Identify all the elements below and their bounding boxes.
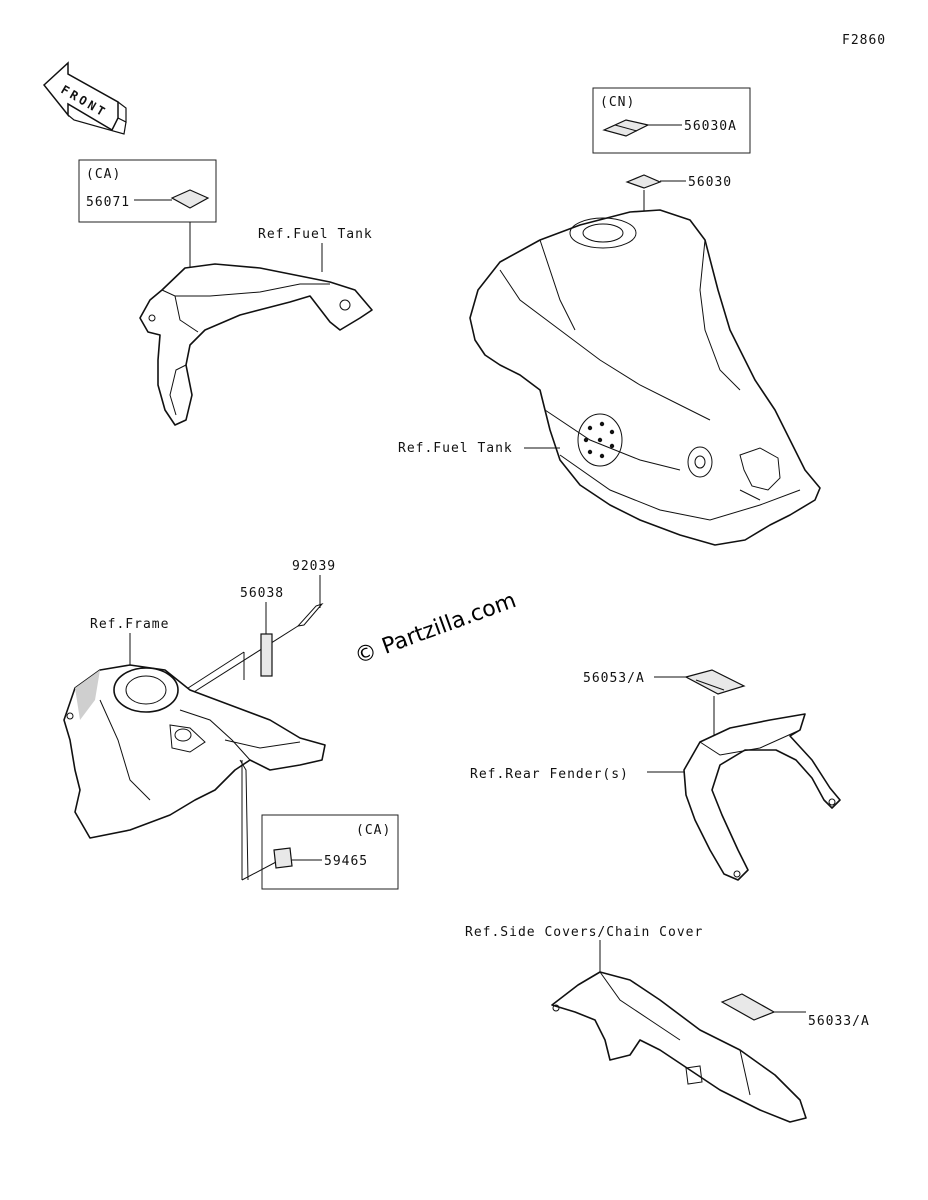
rear-fender-group: 56053/A Ref.Rear Fender(s) [470,669,841,881]
tank-ref-label: Ref.Fuel Tank [398,441,513,456]
frame-part [63,664,326,839]
side-cover-part [551,971,807,1123]
side-covers-ref-label: Ref.Side Covers/Chain Cover [465,925,703,940]
cowl-ref-label: Ref.Fuel Tank [258,227,373,242]
front-cowl-part [139,263,373,426]
filler-bolts-icon [583,421,615,459]
label-56030-icon [625,174,662,189]
tank-part-number: 56030 [688,175,732,190]
label-56071-icon [170,189,210,209]
frame-ref-label: Ref.Frame [90,617,169,632]
rear-fender-part [683,713,841,881]
front-arrow-icon: FRONT [42,61,127,135]
band-92039-icon [296,602,324,627]
frame-ca-part-number: 59465 [324,854,368,869]
fuel-tank-group: (CN) 56030A 56030 Ref.Fuel Tank [398,87,821,546]
fuel-tank-part [469,209,821,546]
side-covers-part-number: 56033/A [808,1014,870,1029]
label-59465-icon [273,847,293,869]
tank-region-tag: (CN) [600,95,635,110]
cowl-part-number: 56071 [86,195,130,210]
ca-callout-box-2 [261,814,399,890]
fender-ref-label: Ref.Rear Fender(s) [470,767,629,782]
side-covers-group: Ref.Side Covers/Chain Cover 56033/A [465,925,870,1123]
label-56053-icon [684,669,746,695]
label-56033-icon [720,993,776,1021]
band-part-number: 92039 [292,559,336,574]
ca-callout-box [78,159,217,223]
cn-callout-box [592,87,751,154]
label-56038-icon [260,633,273,677]
tank-cn-part-number: 56030A [684,119,737,134]
frame-region-tag: (CA) [356,823,391,838]
watermark: © Partzilla.com [352,588,520,670]
front-cowl-group: (CA) 56071 Ref.Fuel Tank [78,159,373,426]
cowl-region-tag: (CA) [86,167,121,182]
label-part-number: 56038 [240,586,284,601]
figure-id: F2860 [842,33,886,48]
frame-group: 92039 56038 Ref.Frame (CA) 59465 [63,559,399,890]
fender-part-number: 56053/A [583,671,645,686]
